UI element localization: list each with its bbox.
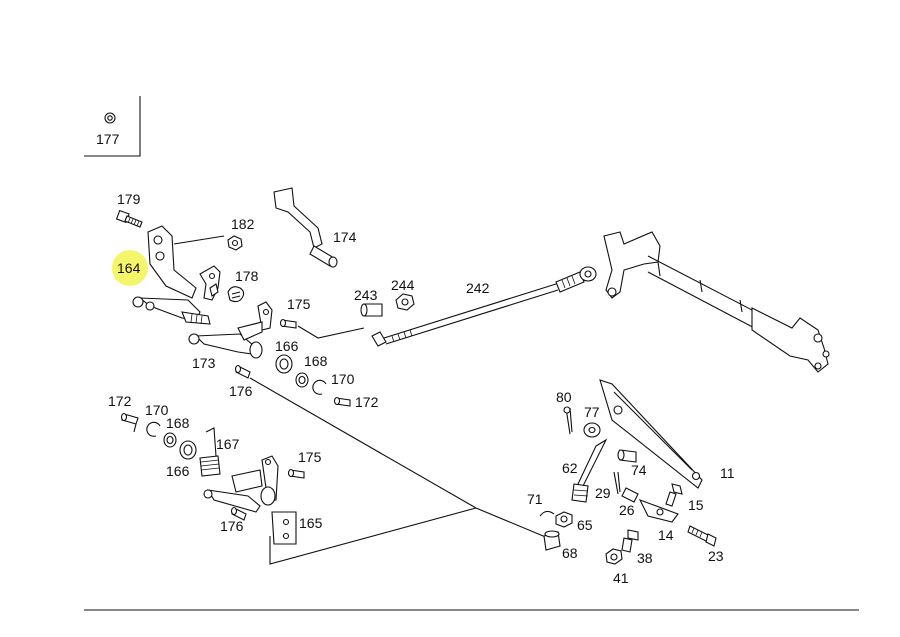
rod-62 <box>571 438 608 503</box>
label-176-lower[interactable]: 176 <box>220 518 244 534</box>
nut-65 <box>555 511 573 528</box>
label-170-lower[interactable]: 170 <box>145 402 169 418</box>
pin-172-upper <box>333 396 351 407</box>
pedal-lever-11 <box>599 379 703 489</box>
clip-170-upper <box>312 379 327 395</box>
shift-lever-upper <box>132 265 221 325</box>
label-77[interactable]: 77 <box>584 404 600 420</box>
label-176-upper[interactable]: 176 <box>229 383 253 399</box>
pin-175-upper <box>279 318 365 339</box>
label-65[interactable]: 65 <box>577 517 593 533</box>
label-38[interactable]: 38 <box>637 550 653 566</box>
bolt-179 <box>115 209 143 228</box>
label-164[interactable]: 164 <box>117 260 141 276</box>
bracket-164 <box>147 225 225 299</box>
label-165[interactable]: 165 <box>299 515 323 531</box>
label-11[interactable]: 11 <box>720 465 735 481</box>
clip-71 <box>539 510 555 517</box>
shift-lever-173 <box>188 301 273 359</box>
label-168-upper[interactable]: 168 <box>304 353 328 369</box>
bolt-23 <box>687 525 717 547</box>
cotter-pin-29 <box>613 471 621 495</box>
label-68[interactable]: 68 <box>562 545 578 561</box>
bushing-74 <box>617 449 637 463</box>
label-175-upper[interactable]: 175 <box>287 296 311 312</box>
label-170-upper[interactable]: 170 <box>331 371 355 387</box>
clip-170-lower <box>146 421 161 437</box>
label-15[interactable]: 15 <box>688 497 704 513</box>
label-168-lower[interactable]: 168 <box>166 415 190 431</box>
cap-68 <box>543 530 561 551</box>
lever-174 <box>273 187 338 268</box>
label-41[interactable]: 41 <box>613 570 629 586</box>
label-14[interactable]: 14 <box>658 527 674 543</box>
label-172-lower[interactable]: 172 <box>108 393 132 409</box>
label-175-lower[interactable]: 175 <box>298 449 322 465</box>
bushing-166-upper <box>275 354 293 374</box>
pedal-shaft-assembly <box>603 231 830 373</box>
label-29[interactable]: 29 <box>595 485 611 501</box>
label-174[interactable]: 174 <box>333 229 357 245</box>
label-62[interactable]: 62 <box>562 460 578 476</box>
label-74[interactable]: 74 <box>631 462 647 478</box>
label-26[interactable]: 26 <box>619 502 635 518</box>
label-166-lower[interactable]: 166 <box>166 463 190 479</box>
label-71[interactable]: 71 <box>527 491 543 507</box>
bracket-14 <box>638 499 679 523</box>
label-173[interactable]: 173 <box>192 355 216 371</box>
label-178[interactable]: 178 <box>235 268 259 284</box>
nut-244 <box>395 293 415 311</box>
label-172-upper[interactable]: 172 <box>355 394 379 410</box>
label-182[interactable]: 182 <box>231 216 255 232</box>
clip-178 <box>227 286 245 303</box>
rod-242 <box>371 266 597 347</box>
pin-175-lower <box>287 468 305 479</box>
washer-77 <box>583 422 601 438</box>
label-177[interactable]: 177 <box>96 131 120 147</box>
reference-box-177: 177 <box>84 96 141 157</box>
label-243[interactable]: 243 <box>354 287 378 303</box>
selected-part-highlight <box>112 250 148 286</box>
label-242[interactable]: 242 <box>466 280 490 296</box>
washer-168-lower <box>163 432 177 448</box>
label-80[interactable]: 80 <box>556 389 572 405</box>
clip-26 <box>621 487 639 503</box>
washer-168-upper <box>295 372 309 388</box>
label-23[interactable]: 23 <box>708 548 724 564</box>
pin-176-lower <box>230 506 247 521</box>
pin-172-lower <box>120 412 139 433</box>
label-167[interactable]: 167 <box>216 436 240 452</box>
bolt-15 <box>665 483 683 507</box>
label-179[interactable]: 179 <box>117 191 141 207</box>
lever-165 <box>203 455 477 565</box>
nut-41 <box>605 548 623 565</box>
label-244[interactable]: 244 <box>391 277 415 293</box>
spring-167 <box>199 427 221 477</box>
cap-243 <box>360 303 383 317</box>
cotter-pin-80 <box>563 406 573 435</box>
nut-182 <box>227 235 243 251</box>
bushing-166-lower <box>179 440 197 460</box>
label-166-upper[interactable]: 166 <box>275 338 299 354</box>
bolt-38 <box>621 529 639 553</box>
